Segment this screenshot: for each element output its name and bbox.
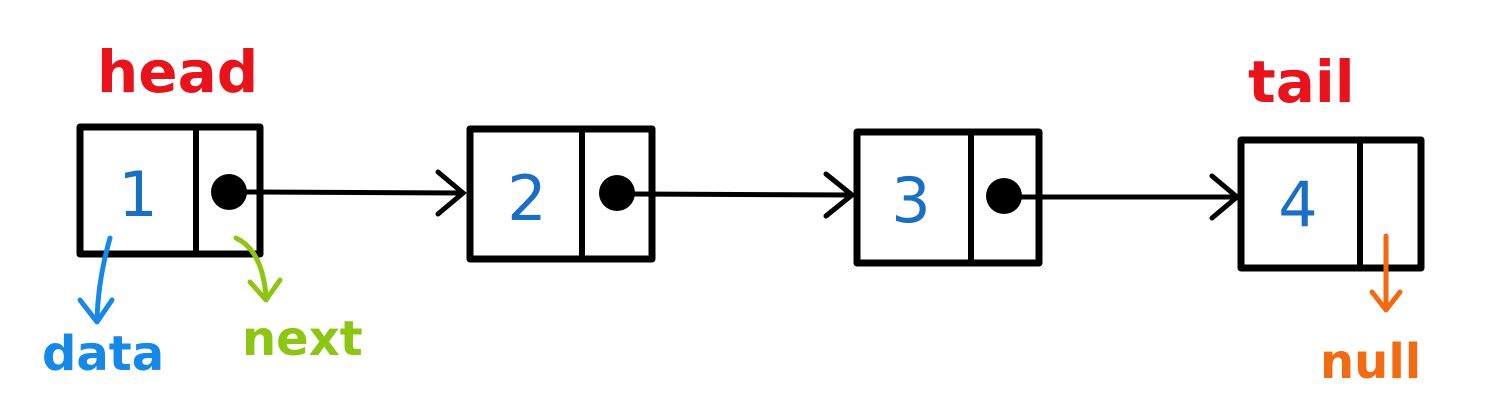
- list-node-2: 2: [466, 125, 656, 263]
- data-field-label: data: [42, 326, 164, 382]
- list-node-3: 3: [853, 128, 1043, 267]
- list-node-1: 1: [76, 123, 264, 258]
- node-3-next-pointer-dot: [986, 178, 1022, 214]
- node-4-box: [1237, 136, 1425, 272]
- null-label: null: [1320, 334, 1421, 390]
- next-field-label: next: [242, 311, 363, 367]
- tail-label: tail: [1248, 48, 1355, 116]
- node-4-value: 4: [1278, 168, 1317, 241]
- node-3-value: 3: [891, 164, 930, 237]
- data-field-annotation-arrow: [77, 235, 115, 325]
- link-arrow-3-to-4: [1019, 173, 1241, 221]
- node-1-next-pointer-dot: [211, 174, 247, 210]
- link-arrow-1-to-2: [244, 169, 467, 217]
- head-label: head: [97, 38, 258, 106]
- node-2-value: 2: [507, 162, 546, 235]
- list-node-4: 4: [1237, 136, 1425, 272]
- node-1-value: 1: [118, 158, 157, 231]
- next-field-annotation-arrow: [233, 235, 283, 303]
- null-annotation-arrow: [1369, 233, 1403, 313]
- link-arrow-2-to-3: [632, 171, 856, 219]
- node-2-next-pointer-dot: [599, 175, 635, 211]
